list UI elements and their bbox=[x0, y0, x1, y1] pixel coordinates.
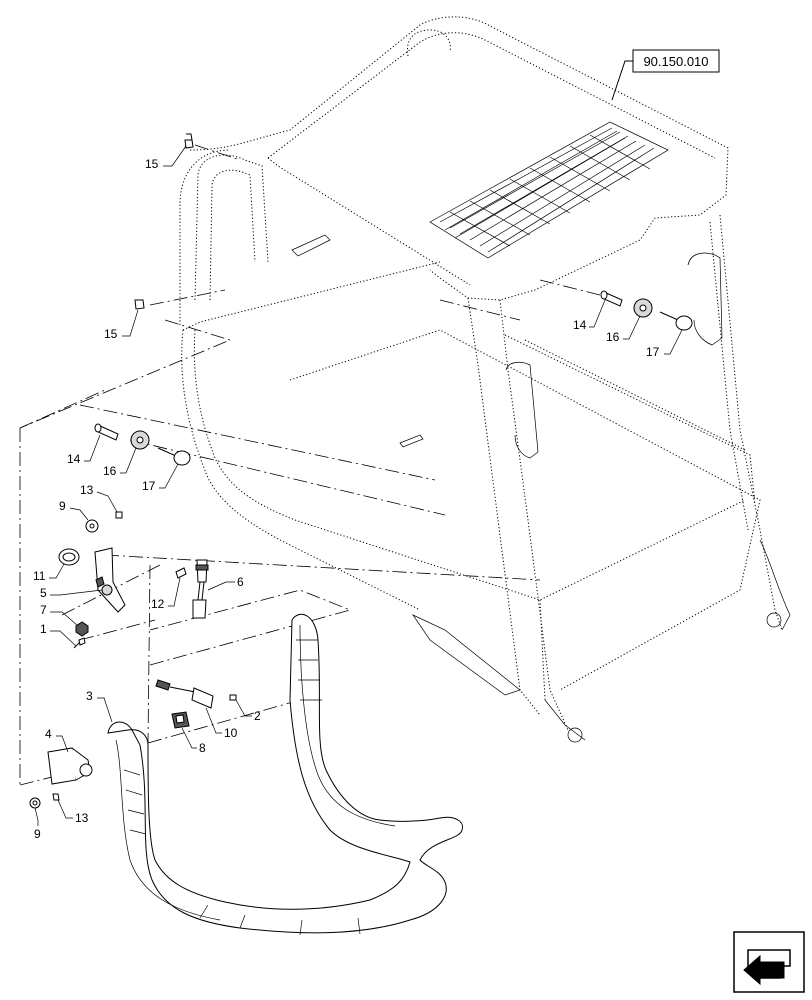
callout-label: 5 bbox=[40, 586, 47, 600]
callout-9-upper: 9 bbox=[59, 499, 89, 521]
callout-label: 9 bbox=[34, 827, 41, 841]
callout-label: 16 bbox=[606, 330, 620, 344]
callout-5: 5 bbox=[40, 586, 103, 600]
callout-label: 15 bbox=[145, 157, 159, 171]
callout-9-lower: 9 bbox=[34, 807, 41, 841]
callout-label: 16 bbox=[103, 464, 117, 478]
cab-frame bbox=[179, 16, 791, 743]
part-1-screw bbox=[73, 637, 86, 649]
part-8-switch bbox=[171, 711, 190, 729]
callout-label: 11 bbox=[33, 569, 46, 583]
part-3-grab-handle bbox=[107, 613, 464, 936]
callout-11: 11 bbox=[33, 563, 65, 583]
callout-14-right: 14 bbox=[573, 299, 606, 332]
callout-17-right: 17 bbox=[646, 329, 683, 359]
callout-label: 7 bbox=[40, 603, 47, 617]
callout-label: 8 bbox=[199, 741, 206, 755]
callout-17-left: 17 bbox=[142, 463, 179, 493]
part-17-bolt-right bbox=[659, 311, 693, 331]
callout-7: 7 bbox=[40, 603, 79, 627]
callout-label: 1 bbox=[40, 622, 47, 636]
part-6-strut bbox=[192, 559, 209, 619]
callout-label: 3 bbox=[86, 689, 93, 703]
callout-label: 15 bbox=[104, 327, 118, 341]
callout-14-left: 14 bbox=[67, 434, 101, 466]
callout-label: 9 bbox=[59, 499, 66, 513]
part-2-screw bbox=[229, 694, 237, 701]
reference-box-label: 90.150.010 bbox=[643, 54, 708, 69]
part-11-cap bbox=[58, 548, 80, 566]
callout-13-upper: 13 bbox=[80, 483, 118, 513]
part-14-pin-left bbox=[94, 423, 119, 441]
part-9-washer-upper bbox=[85, 519, 99, 533]
part-12-pin bbox=[175, 567, 187, 579]
part-15-screw-left bbox=[134, 299, 145, 310]
roof-grille bbox=[429, 121, 669, 259]
part-13-screw-lower bbox=[52, 793, 60, 801]
callout-label: 14 bbox=[573, 318, 587, 332]
callout-label: 17 bbox=[142, 479, 156, 493]
callout-label: 13 bbox=[75, 811, 89, 825]
callout-12: 12 bbox=[151, 577, 181, 611]
part-9-washer-lower bbox=[29, 797, 41, 809]
part-5-latch bbox=[94, 547, 126, 613]
callout-label: 2 bbox=[254, 709, 261, 723]
part-13-screw-upper bbox=[115, 511, 123, 519]
part-15-screw-top bbox=[184, 133, 194, 149]
part-14-pin-right bbox=[600, 290, 623, 307]
callout-label: 14 bbox=[67, 452, 81, 466]
callout-label: 13 bbox=[80, 483, 94, 497]
assembly-lines bbox=[19, 144, 601, 786]
part-10-cable bbox=[155, 679, 214, 709]
callout-label: 4 bbox=[45, 727, 52, 741]
callout-13-lower: 13 bbox=[57, 799, 89, 825]
callout-10: 10 bbox=[205, 707, 238, 740]
part-7-nut bbox=[75, 621, 89, 637]
callout-label: 6 bbox=[237, 575, 244, 589]
part-17-bolt-left bbox=[157, 447, 191, 466]
part-16-knob-left bbox=[130, 430, 150, 450]
callout-16-left: 16 bbox=[103, 447, 137, 478]
callout-label: 12 bbox=[151, 597, 165, 611]
callout-1: 1 bbox=[40, 622, 77, 647]
callout-8: 8 bbox=[181, 727, 206, 755]
part-16-knob-right bbox=[633, 298, 653, 318]
callout-4: 4 bbox=[45, 727, 69, 753]
callout-15-top: 15 bbox=[145, 145, 187, 171]
callout-6: 6 bbox=[207, 575, 244, 591]
callout-15-left: 15 bbox=[104, 309, 139, 341]
part-4-bracket bbox=[47, 747, 93, 785]
callout-3: 3 bbox=[86, 689, 113, 723]
reference-box[interactable]: 90.150.010 bbox=[611, 49, 720, 101]
callout-label: 17 bbox=[646, 345, 660, 359]
arrow-navigation-icon[interactable] bbox=[733, 931, 805, 993]
callout-label: 10 bbox=[224, 726, 238, 740]
callout-16-right: 16 bbox=[606, 315, 641, 344]
callout-2: 2 bbox=[235, 699, 261, 723]
